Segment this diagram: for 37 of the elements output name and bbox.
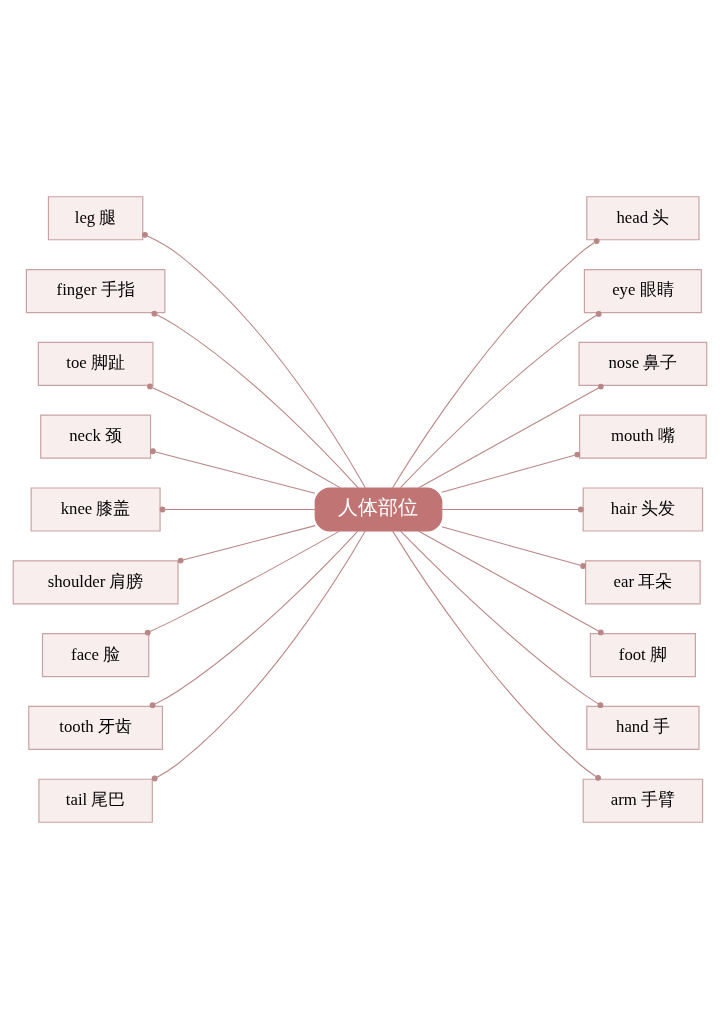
- connector: [159, 506, 316, 512]
- node-box: neck 颈: [40, 414, 152, 459]
- connector: [441, 506, 584, 512]
- node-box: tail 尾巴: [38, 778, 153, 823]
- node-box: shoulder 肩膀: [12, 559, 179, 604]
- connector: [400, 530, 604, 708]
- connector: [144, 530, 341, 635]
- node-box: ear 耳朵: [585, 559, 701, 604]
- connector: [149, 447, 316, 494]
- connector: [142, 231, 366, 488]
- node-box: 人体部位: [314, 486, 443, 532]
- connector: [392, 237, 600, 488]
- connector: [177, 524, 316, 563]
- connector: [151, 530, 366, 781]
- connector: [417, 383, 604, 489]
- node-box: knee 膝盖: [30, 486, 161, 532]
- node-box: tooth 牙齿: [28, 705, 164, 750]
- node-box: arm 手臂: [582, 778, 704, 823]
- connector: [399, 310, 602, 488]
- node-box: toe 脚趾: [37, 341, 154, 386]
- connector: [392, 530, 601, 781]
- node-box: mouth 嘴: [579, 414, 707, 459]
- node-box: hair 头发: [582, 486, 704, 532]
- connector: [151, 310, 359, 488]
- connector: [149, 530, 359, 708]
- connector: [147, 383, 341, 488]
- node-box: leg 腿: [47, 195, 144, 240]
- node-box: head 头: [586, 195, 700, 240]
- node-box: finger 手指: [25, 268, 166, 313]
- connector: [441, 525, 587, 569]
- connector: [417, 529, 604, 635]
- connector: [441, 451, 581, 493]
- node-box: nose 鼻子: [578, 341, 708, 386]
- node-box: face 脸: [41, 632, 150, 677]
- node-box: foot 脚: [589, 632, 696, 677]
- node-box: eye 眼睛: [583, 268, 702, 313]
- node-box: hand 手: [586, 705, 700, 750]
